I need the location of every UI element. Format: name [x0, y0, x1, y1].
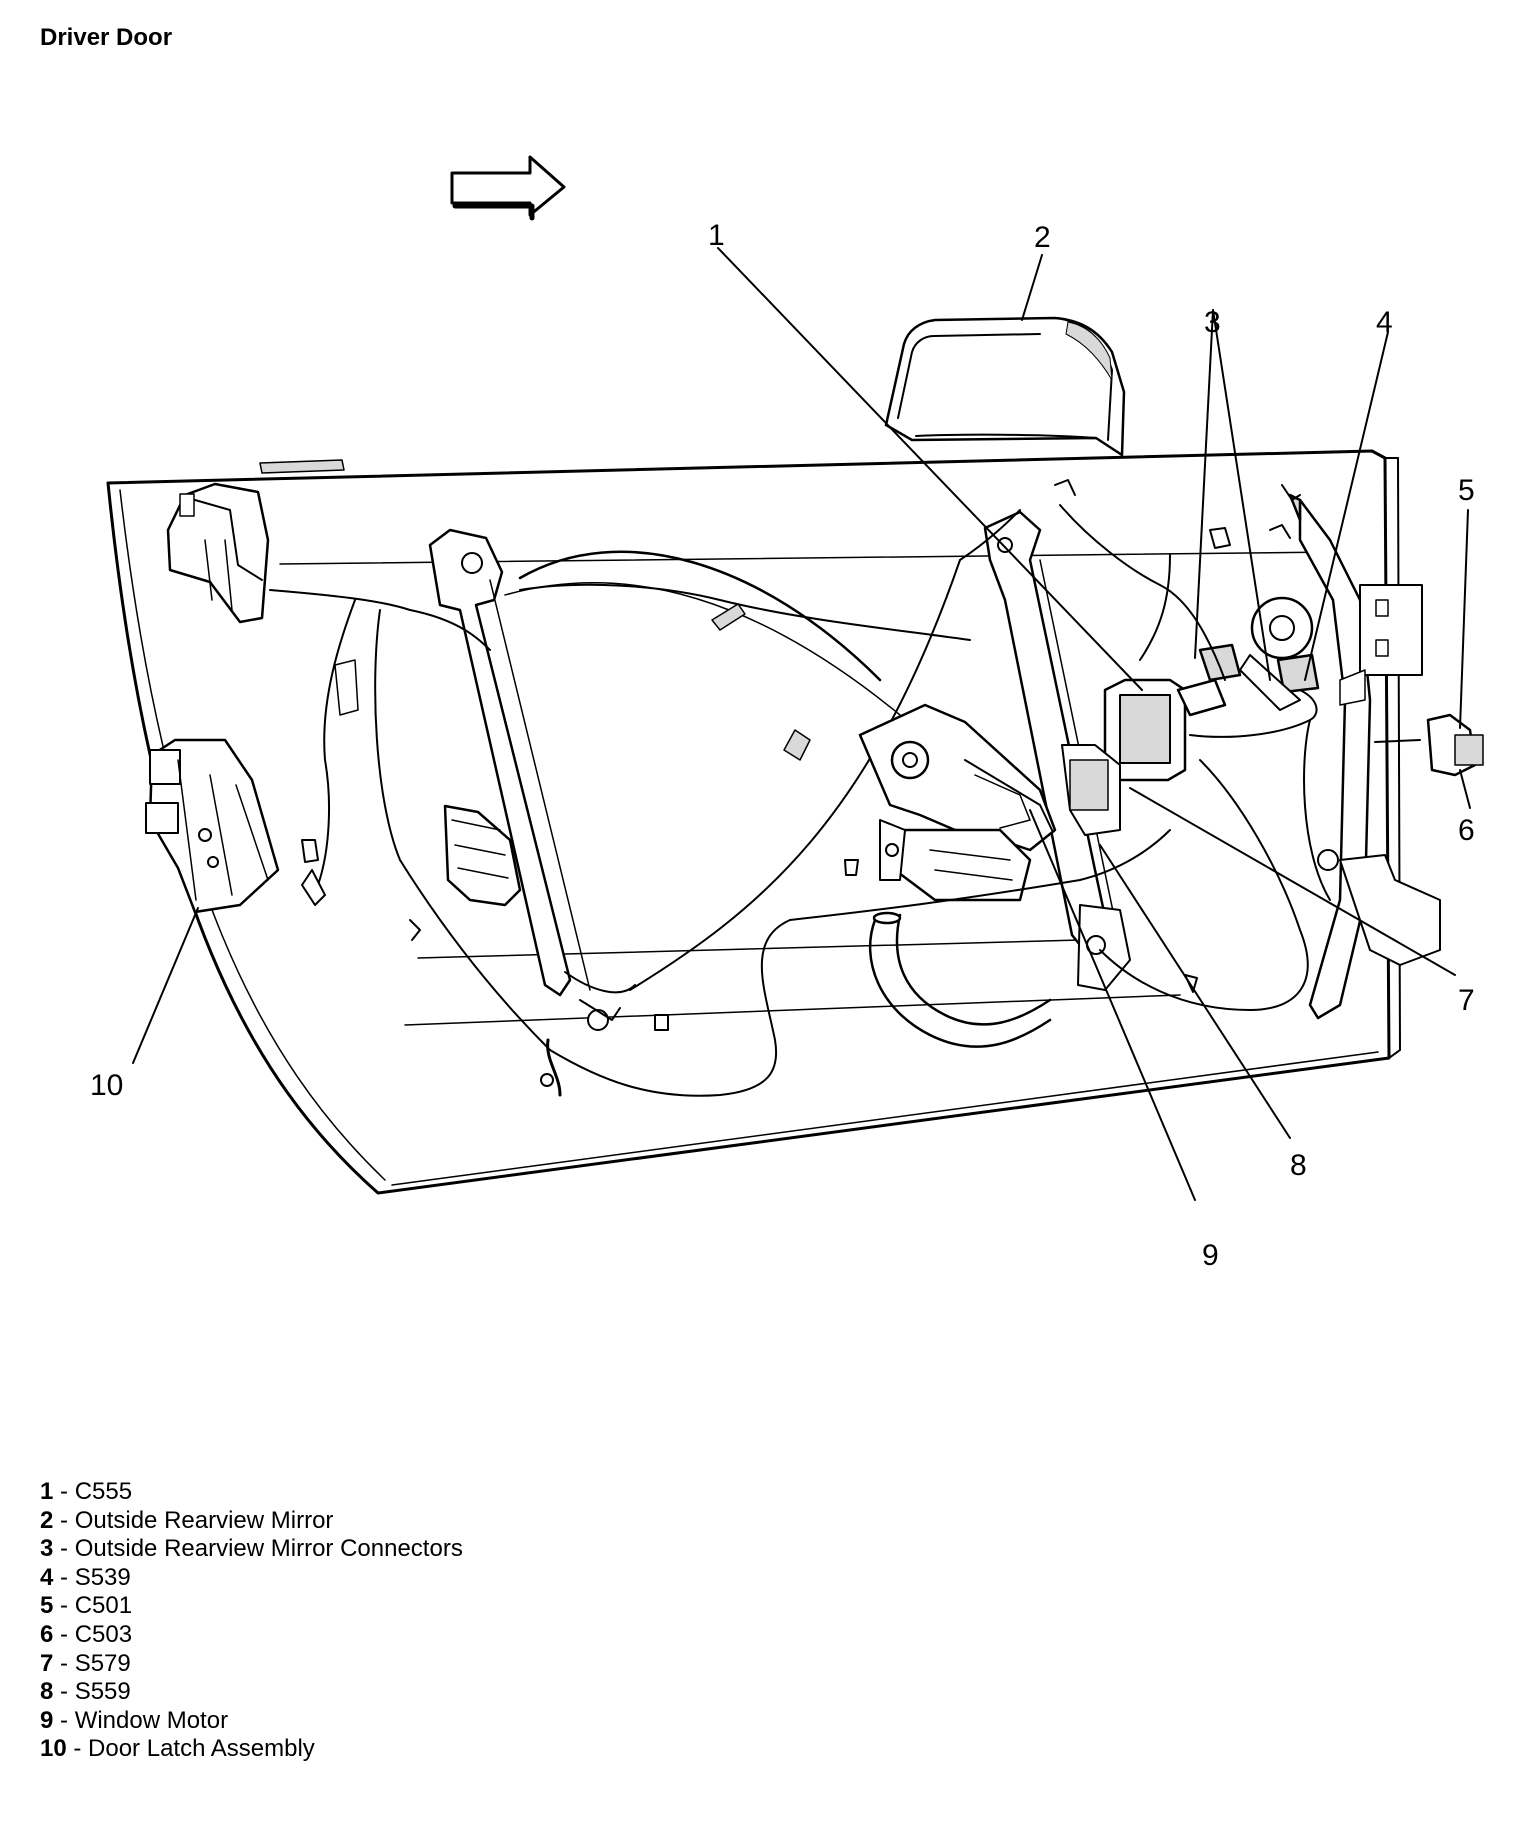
- legend-item: 7 - S579: [40, 1649, 131, 1677]
- clips-and-fasteners: [301, 479, 1301, 1031]
- callout-3: 3: [1204, 306, 1221, 339]
- callout-10: 10: [90, 1069, 123, 1102]
- legend-text: S539: [74, 1563, 131, 1591]
- legend-item: 10 - Door Latch Assembly: [40, 1735, 315, 1763]
- connector-cluster: [1061, 678, 1187, 836]
- connector-c501-c503: [1374, 713, 1484, 777]
- legend-number: 3: [40, 1535, 54, 1563]
- outside-rearview-mirror: [884, 316, 1126, 457]
- legend-item: 4 - S539: [40, 1563, 131, 1591]
- legend-text: S579: [74, 1649, 131, 1677]
- legend-item: 5 - C501: [40, 1592, 133, 1620]
- legend-text: C501: [74, 1592, 133, 1620]
- legend-item: 6 - C503: [40, 1620, 133, 1648]
- legend-text: S559: [74, 1678, 131, 1706]
- callout-6: 6: [1458, 814, 1475, 847]
- callout-5: 5: [1458, 474, 1475, 507]
- legend-number: 4: [40, 1563, 54, 1591]
- legend-text: C503: [74, 1620, 133, 1648]
- legend-number: 9: [40, 1706, 54, 1734]
- legend-text: Door Latch Assembly: [88, 1735, 315, 1763]
- legend-number: 6: [40, 1620, 54, 1648]
- legend-number: 10: [40, 1735, 67, 1763]
- arrow-right-icon: [450, 155, 566, 221]
- window-regulator-rail-rear: [428, 528, 636, 1031]
- legend-item: 8 - S559: [40, 1678, 131, 1706]
- door-panel: [106, 449, 1401, 1195]
- callout-8: 8: [1290, 1149, 1307, 1182]
- legend-item: 9 - Window Motor: [40, 1706, 229, 1734]
- parts-legend: 1 - C555 2 - Outside Rearview Mirror 3 -…: [40, 1478, 463, 1764]
- callout-7: 7: [1458, 984, 1475, 1017]
- door-latch-assembly: [145, 738, 280, 914]
- legend-item: 3 - Outside Rearview Mirror Connectors: [40, 1535, 463, 1563]
- legend-text: Window Motor: [74, 1706, 229, 1734]
- mirror-connectors: [1176, 596, 1320, 717]
- door-diagram: 1 2 3 4 5 6 7 8 9 10: [90, 155, 1484, 1272]
- legend-item: 1 - C555: [40, 1478, 133, 1505]
- wiring-harness: [269, 504, 1331, 1097]
- callout-1: 1: [708, 219, 725, 252]
- window-regulator-rail-front: [983, 510, 1131, 991]
- callout-labels: 1 2 3 4 5 6 7 8 9 10: [90, 219, 1475, 1272]
- legend-text: C555: [74, 1478, 133, 1505]
- legend-number: 5: [40, 1592, 54, 1620]
- legend-text: Outside Rearview Mirror Connectors: [74, 1535, 463, 1563]
- page-title: Driver Door: [40, 24, 173, 51]
- callout-9: 9: [1202, 1239, 1219, 1272]
- legend-item: 2 - Outside Rearview Mirror: [40, 1506, 334, 1534]
- callout-2: 2: [1034, 221, 1051, 254]
- legend-number: 8: [40, 1678, 54, 1706]
- legend-text: Outside Rearview Mirror: [74, 1506, 334, 1534]
- harness-conduit: [868, 911, 1052, 1048]
- regulator-cables: [504, 509, 1021, 991]
- hinge-bracket: [166, 482, 270, 624]
- legend-number: 1: [40, 1478, 54, 1505]
- callout-4: 4: [1376, 306, 1393, 339]
- legend-number: 2: [40, 1506, 54, 1534]
- regulator-bracket: [443, 804, 522, 907]
- legend-number: 7: [40, 1649, 54, 1677]
- front-door-frame-bracket: [1288, 493, 1441, 1020]
- window-motor: [858, 703, 1057, 902]
- leader-lines: [132, 247, 1471, 1201]
